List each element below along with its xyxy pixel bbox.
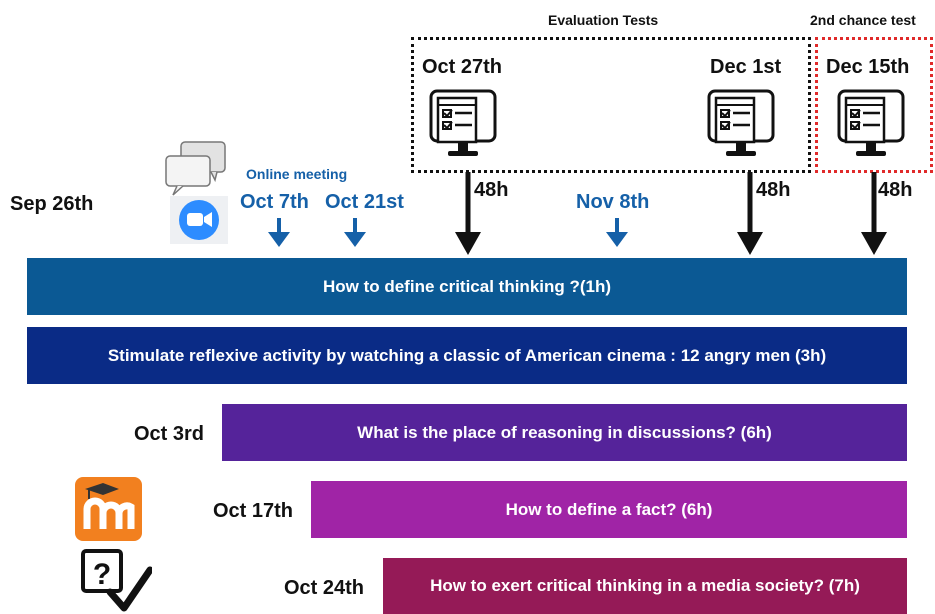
evaluation-tests-box bbox=[411, 37, 811, 173]
session-start-4: Oct 17th bbox=[213, 500, 294, 522]
prep-time-label: 48h bbox=[756, 179, 791, 201]
meeting-date-3: Nov 8th bbox=[576, 191, 650, 213]
computer-test-icon bbox=[707, 89, 775, 156]
session-bar-3: What is the place of reasoning in discus… bbox=[222, 404, 907, 461]
test-date-2: Dec 1st bbox=[710, 56, 782, 78]
second-chance-box bbox=[815, 37, 933, 173]
session-bar-4: How to define a fact? (6h) bbox=[311, 481, 907, 538]
session-start-3: Oct 3rd bbox=[134, 423, 205, 445]
test-arrow bbox=[737, 172, 763, 255]
meeting-arrow bbox=[268, 218, 290, 247]
moodle-icon bbox=[75, 477, 142, 541]
evaluation-tests-title: Evaluation Tests bbox=[548, 12, 659, 28]
svg-text:?: ? bbox=[93, 558, 111, 591]
session-start-5: Oct 24th bbox=[284, 577, 365, 599]
prep-time-label: 48h bbox=[878, 179, 913, 201]
test-date-3: Dec 15th bbox=[826, 56, 910, 78]
quiz-checkmark-icon: ? bbox=[81, 549, 152, 612]
start-date: Sep 26th bbox=[10, 193, 94, 215]
test-arrow bbox=[455, 172, 481, 255]
online-meeting-title: Online meeting bbox=[246, 166, 348, 182]
chat-bubbles-icon bbox=[165, 141, 226, 196]
meeting-arrow bbox=[606, 218, 628, 247]
computer-test-icon bbox=[429, 89, 497, 156]
computer-test-icon bbox=[837, 89, 905, 156]
test-date-1: Oct 27th bbox=[422, 56, 503, 78]
session-bar-1: How to define critical thinking ?(1h) bbox=[27, 258, 907, 315]
test-arrow bbox=[861, 172, 887, 255]
zoom-icon bbox=[170, 196, 228, 244]
prep-time-label: 48h bbox=[474, 179, 509, 201]
meeting-date-2: Oct 21st bbox=[325, 191, 404, 213]
meeting-arrow bbox=[344, 218, 366, 247]
meeting-date-1: Oct 7th bbox=[240, 191, 309, 213]
second-chance-title: 2nd chance test bbox=[810, 12, 916, 28]
session-bar-5: How to exert critical thinking in a medi… bbox=[383, 558, 907, 614]
session-bar-2: Stimulate reflexive activity by watching… bbox=[27, 327, 907, 384]
